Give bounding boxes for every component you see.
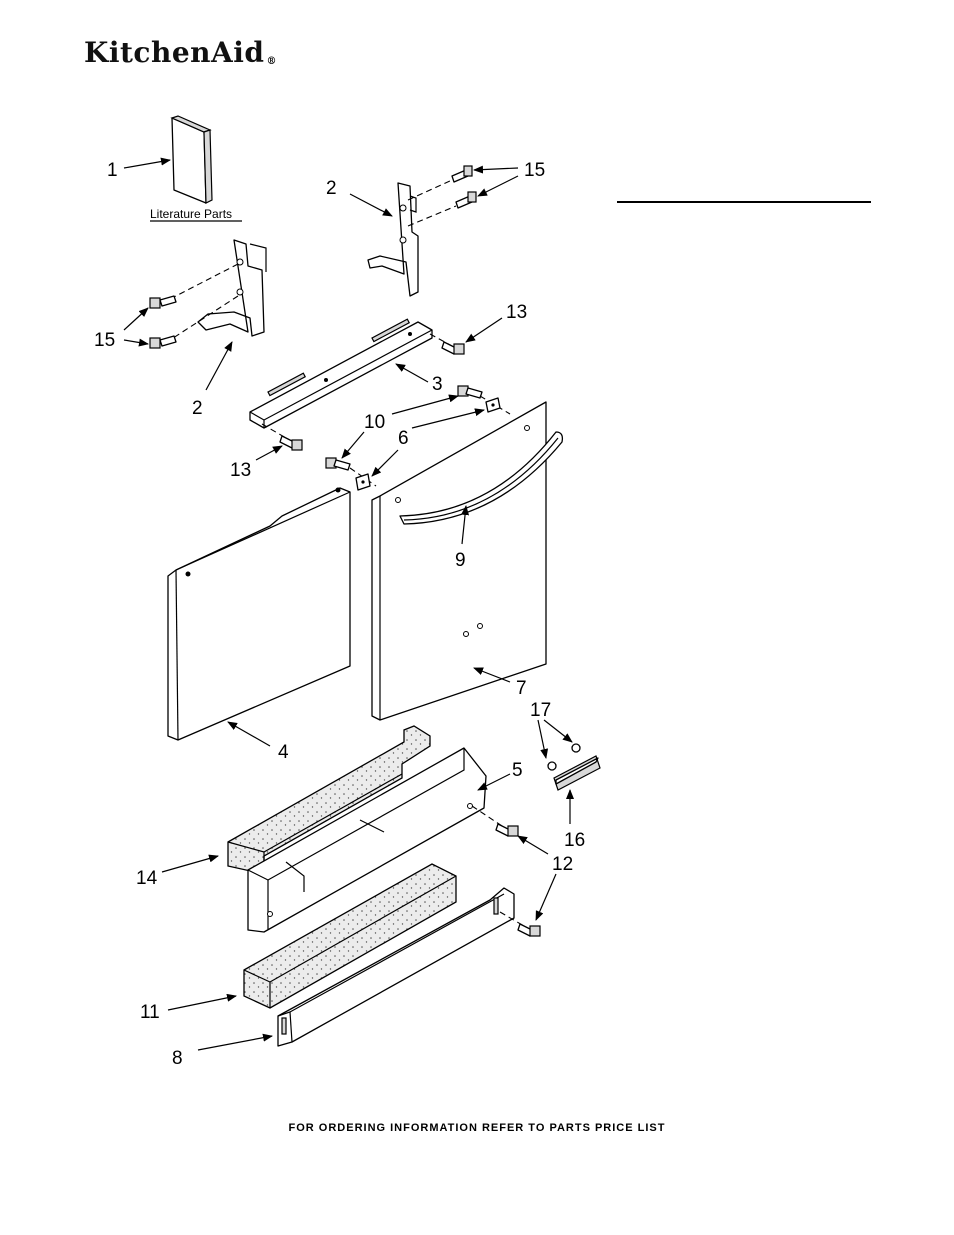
screw-10-upper [457, 385, 483, 399]
washer-6-upper [485, 397, 501, 413]
screw-10-lower [325, 457, 351, 471]
hinge-bracket-right [367, 182, 419, 297]
callout-14: 14 [136, 868, 158, 889]
trim-piece [553, 755, 601, 791]
hinge-bracket-left [197, 239, 267, 337]
callout-4: 4 [278, 742, 289, 763]
screw-path-12-upper [471, 805, 503, 827]
screw-13-right [441, 341, 465, 355]
screw-path-left-upper [171, 263, 239, 299]
screw-15-lower [455, 191, 477, 209]
callout-8: 8 [172, 1048, 183, 1069]
callout-15-left: 15 [94, 330, 115, 351]
washer-6-lower [355, 473, 371, 491]
logo-text: KitchenAid [84, 36, 265, 69]
callout-17: 17 [530, 700, 551, 721]
callout-3: 3 [432, 374, 443, 395]
callout-7: 7 [516, 678, 527, 699]
callout-13-upper: 13 [506, 302, 527, 323]
mounting-rail [249, 318, 433, 429]
nut-17-upper [571, 743, 581, 753]
kick-plate [277, 887, 515, 1047]
callout-2-upper: 2 [326, 178, 337, 199]
callout-5: 5 [512, 760, 523, 781]
callout-leaders [123, 157, 574, 1051]
callout-11: 11 [140, 1002, 160, 1023]
logo-registered-mark: ® [266, 56, 277, 67]
screw-15-left-lower [149, 335, 177, 349]
callout-15-upper: 15 [524, 160, 545, 181]
literature-parts-label: Literature Parts [150, 207, 232, 221]
callout-6: 6 [398, 428, 409, 449]
screw-13-left [279, 435, 303, 451]
screw-12-lower [517, 923, 541, 937]
callout-2-lower: 2 [192, 398, 203, 419]
screw-path-upper [407, 179, 453, 201]
callout-12: 12 [552, 854, 573, 875]
callout-13-lower: 13 [230, 460, 251, 481]
screw-path-10-upper [479, 395, 511, 415]
outer-door-panel [371, 401, 547, 721]
callout-1: 1 [107, 160, 118, 181]
screw-15-left-upper [149, 295, 177, 309]
callout-9: 9 [455, 550, 466, 571]
nut-17-lower [547, 761, 557, 771]
screw-12-upper [495, 823, 519, 837]
screw-path-lower [407, 205, 457, 227]
callout-16: 16 [564, 830, 585, 851]
callout-10: 10 [364, 412, 385, 433]
kitchenaid-logo: KitchenAid® [84, 36, 277, 69]
screw-15-upper [451, 165, 473, 183]
ordering-info-footer: FOR ORDERING INFORMATION REFER TO PARTS … [288, 1122, 666, 1134]
inner-door-panel [167, 487, 351, 741]
toe-panel-bracket [247, 747, 487, 933]
literature-booklet [170, 115, 213, 204]
screw-path-left-lower [169, 295, 239, 341]
foam-strip-lower [243, 863, 457, 1009]
